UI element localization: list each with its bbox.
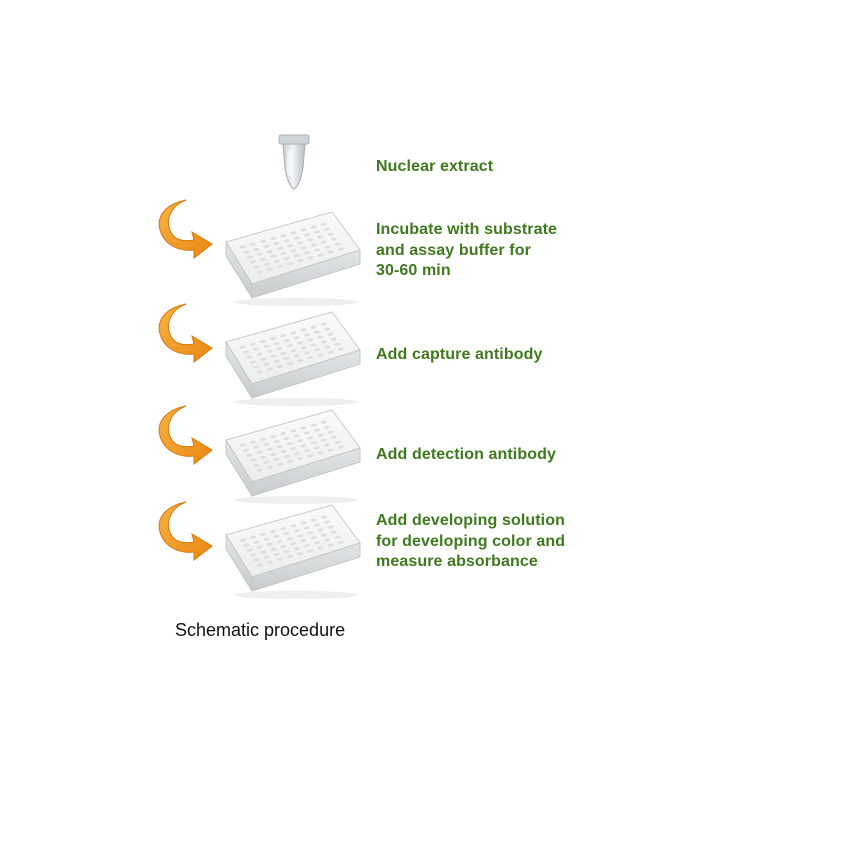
diagram-caption: Schematic procedure xyxy=(175,620,346,640)
curved-arrow-icon xyxy=(158,501,213,562)
microplate-icon xyxy=(225,211,361,306)
microplate-icon xyxy=(225,311,361,406)
step-label-detection-antibody: Add detection antibody xyxy=(376,446,556,463)
curved-arrow-icon xyxy=(158,199,213,260)
tube-icon xyxy=(278,134,310,190)
curved-arrow-icon xyxy=(158,303,213,364)
curved-arrow-icon xyxy=(158,405,213,466)
step-label-incubate: Incubate with substrate and assay buffer… xyxy=(376,221,557,279)
step-label-capture-antibody: Add capture antibody xyxy=(376,346,543,363)
microplate-icon xyxy=(225,409,361,504)
step-label-developing-solution: Add developing solution for developing c… xyxy=(376,512,566,570)
step-label-nuclear-extract: Nuclear extract xyxy=(376,158,494,175)
microplate-icon xyxy=(225,504,361,599)
